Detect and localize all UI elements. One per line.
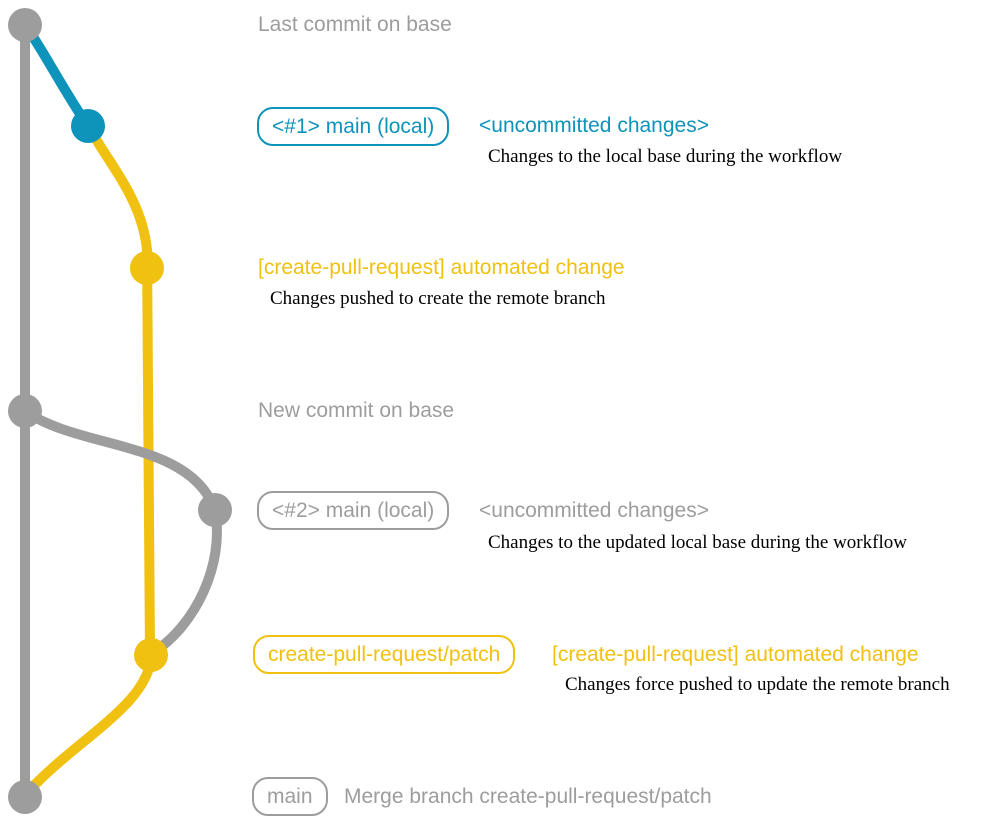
commit-node-local-2 — [198, 493, 232, 527]
commit-node-local-1 — [71, 109, 105, 143]
branch-tag-main-local-1: <#1> main (local) — [257, 107, 450, 146]
edge-uncommitted-changes-1 — [20, 20, 93, 131]
uncommitted-changes-label-1: <uncommitted changes> — [479, 114, 709, 137]
note-updated-local-base-changes: Changes to the updated local base during… — [488, 532, 907, 553]
new-commit-label: New commit on base — [258, 399, 455, 422]
branch-tag-main-local-2: <#2> main (local) — [257, 491, 450, 530]
edge-local-2-to-patch — [149, 505, 222, 657]
edge-automated-change-branch — [83, 121, 155, 660]
commit-message-automated-1: [create-pull-request] automated change — [258, 256, 625, 279]
last-commit-label: Last commit on base — [258, 13, 452, 36]
note-push-create-remote-branch: Changes pushed to create the remote bran… — [270, 288, 606, 309]
edge-patch-to-merge — [22, 652, 156, 798]
edge-base-to-local-2 — [20, 406, 220, 515]
commit-node-automated-1 — [130, 251, 164, 285]
git-graph — [8, 8, 232, 814]
merge-commit-message: Merge branch create-pull-request/patch — [344, 785, 712, 808]
commit-node-new-base — [8, 394, 42, 428]
commit-node-merge — [8, 780, 42, 814]
note-local-base-changes: Changes to the local base during the wor… — [488, 146, 843, 167]
commit-node-last-base — [8, 8, 42, 42]
commit-message-automated-2: [create-pull-request] automated change — [552, 643, 919, 666]
branch-tag-create-pull-request-patch: create-pull-request/patch — [253, 635, 516, 674]
branch-tag-main: main — [252, 777, 328, 816]
note-force-push-update-remote-branch: Changes force pushed to update the remot… — [565, 674, 950, 695]
commit-node-automated-2 — [134, 638, 168, 672]
uncommitted-changes-label-2: <uncommitted changes> — [479, 499, 709, 522]
